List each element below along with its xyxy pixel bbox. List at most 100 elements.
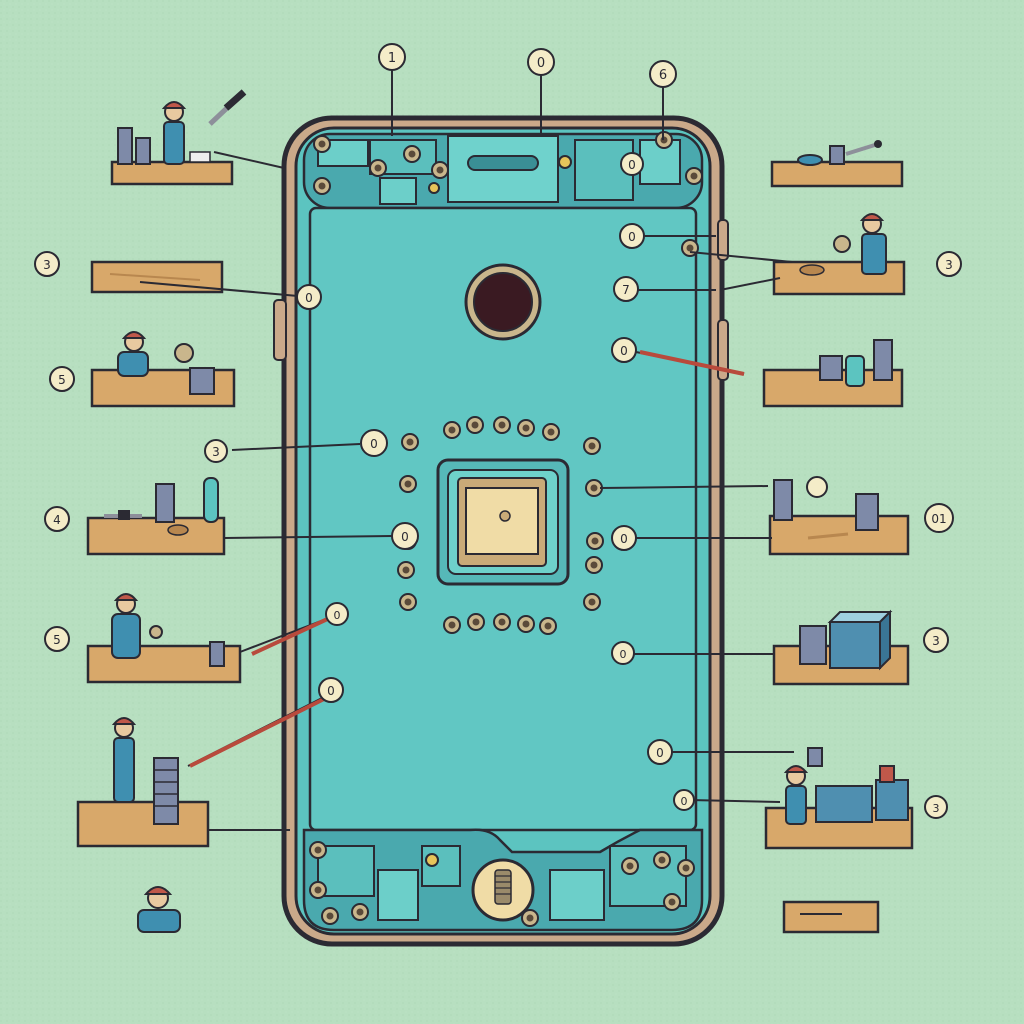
wood-shelf: [770, 160, 904, 188]
top-circuit-board: [302, 132, 704, 210]
screw-stack: [819, 355, 843, 381]
station-right-7: [782, 900, 880, 934]
callout-right-small: [806, 476, 828, 498]
screwdriver-icon: [845, 140, 882, 156]
callout-top-1: 1: [378, 43, 406, 71]
screw-head-icon: [374, 164, 382, 172]
worker-figure: [111, 593, 141, 659]
callout-inner-3: 7: [613, 276, 639, 302]
screw-head-icon: [668, 898, 676, 906]
callout-label: 7: [622, 283, 630, 297]
station-left-3: [90, 331, 236, 408]
callout-left-4: 4: [44, 506, 70, 532]
side-button-left: [273, 299, 287, 361]
callout-label: 0: [620, 344, 628, 358]
small-part: [189, 151, 211, 163]
screw-head-icon: [326, 912, 334, 920]
screw-head-icon: [682, 864, 690, 872]
phone: [273, 115, 729, 947]
callout-right-1: 3: [936, 251, 962, 277]
callout-inner-12: 0: [647, 739, 673, 765]
screw-head-icon: [658, 856, 666, 864]
screw-head-icon: [522, 620, 530, 628]
screw-stack: [799, 625, 827, 665]
callout-label: 3: [932, 634, 940, 648]
screw-stack: [829, 145, 845, 165]
worker-figure: [111, 717, 137, 803]
station-left-4: [86, 477, 226, 556]
screw-head-icon: [356, 908, 364, 916]
screw-head-icon: [404, 480, 412, 488]
callout-label: 3: [212, 445, 220, 459]
callout-label: 3: [43, 258, 51, 272]
screw-head-icon: [472, 618, 480, 626]
screw-head-icon: [448, 621, 456, 629]
worker-figure: [117, 331, 149, 377]
callout-inner-9: 0: [325, 602, 349, 626]
screw-head-icon: [318, 140, 326, 148]
callout-label: 0: [370, 437, 378, 451]
callout-label: 5: [53, 633, 61, 647]
callout-label: 0: [537, 56, 545, 71]
small-part: [845, 355, 865, 387]
callout-label: 4: [53, 513, 61, 527]
screw-head-icon: [436, 166, 444, 174]
wood-shelf: [76, 800, 210, 848]
callout-label: 0: [628, 230, 636, 244]
station-right-4: [768, 479, 910, 556]
screw-stack: [873, 339, 893, 381]
callouts: 1 0 6 0 0 7 0 0 0 0 0 0 0 0 0 0 3 5 3 4 …: [34, 43, 962, 819]
screw-head-icon: [588, 442, 596, 450]
callout-top-3: 6: [649, 60, 677, 88]
screw-head-icon: [522, 424, 530, 432]
bottom-circuit-board: [302, 828, 704, 932]
callout-label: 0: [334, 609, 341, 622]
screw-head-icon: [498, 618, 506, 626]
screw-head-icon: [544, 622, 552, 630]
wood-shelf: [110, 160, 234, 186]
callout-label: 0: [305, 291, 313, 305]
station-left-5: [86, 593, 242, 684]
callout-right-4: 3: [924, 795, 948, 819]
callout-label: 0: [401, 530, 409, 544]
station-right-6: [764, 765, 914, 850]
worker-figure: [161, 101, 187, 165]
camera-hole: [464, 263, 542, 341]
screw-head-icon: [690, 172, 698, 180]
callout-label: 01: [931, 512, 946, 526]
screwdriver-icon: [208, 89, 247, 126]
callout-left-2: 5: [49, 366, 75, 392]
wood-board: [782, 900, 880, 934]
screw-stack: [174, 343, 215, 395]
screw-head-icon: [314, 846, 322, 854]
earpiece-slot: [467, 155, 539, 171]
screw-head-icon: [591, 537, 599, 545]
callout-left-3: 3: [204, 439, 228, 463]
box-icon: [815, 785, 873, 823]
callout-label: 3: [945, 258, 953, 272]
wood-shelf: [86, 516, 226, 556]
screwdriver-icon: [189, 350, 745, 768]
callout-label: 3: [933, 802, 940, 815]
station-left-6: [76, 717, 210, 848]
side-button-right: [717, 219, 729, 261]
callout-inner-5: 0: [296, 284, 322, 310]
screw-head-icon: [471, 421, 479, 429]
callout-label: 5: [58, 373, 66, 387]
box-icon: [827, 609, 893, 671]
worker-figure: [859, 213, 887, 275]
screw-head-icon: [406, 438, 414, 446]
screw-stack: [807, 747, 823, 767]
callout-label: 1: [388, 51, 396, 66]
callout-label: 0: [327, 684, 335, 698]
chip-square: [436, 458, 570, 586]
callout-inner-1: 0: [620, 152, 644, 176]
screw-head-icon: [408, 150, 416, 158]
small-part: [203, 477, 219, 523]
screw-head-icon: [404, 598, 412, 606]
screw-stack: [117, 127, 151, 165]
callout-top-2: 0: [527, 48, 555, 76]
screw-head-icon: [590, 561, 598, 569]
screw-head-icon: [318, 182, 326, 190]
